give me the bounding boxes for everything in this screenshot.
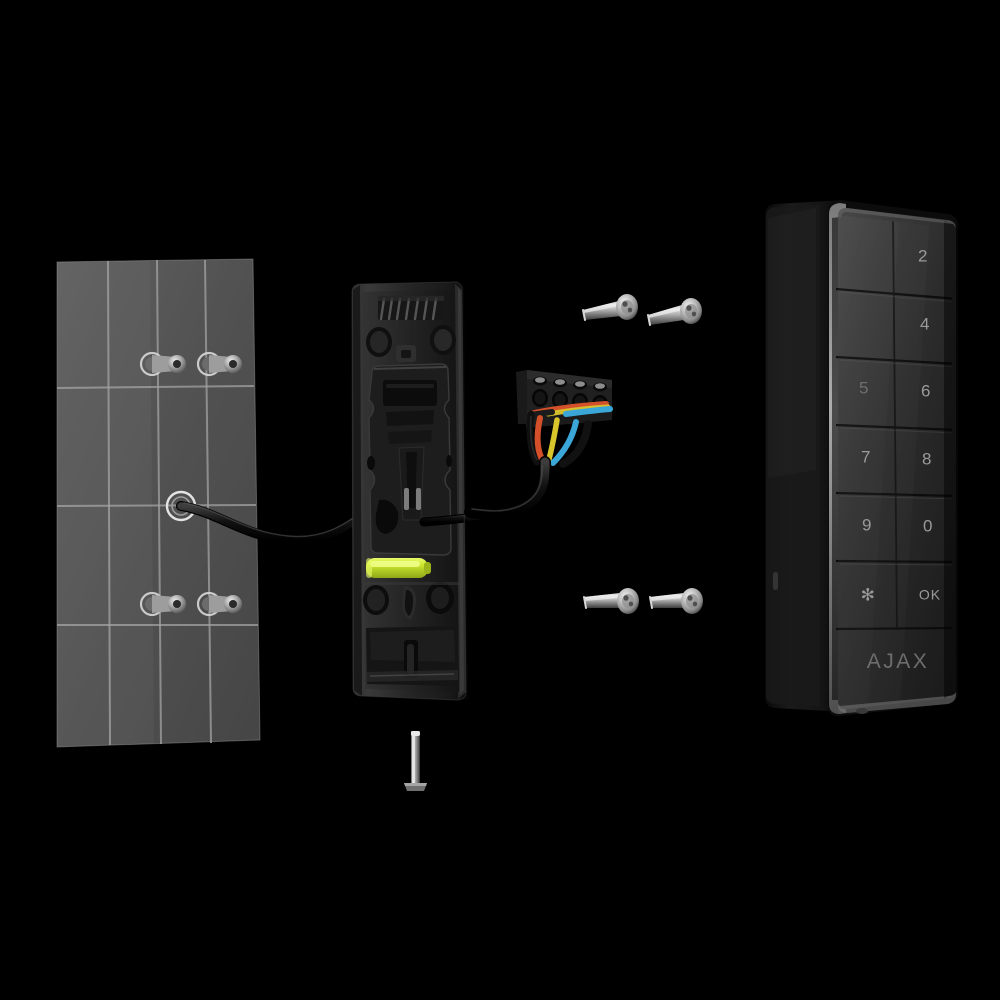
lower-mount-bosses (363, 582, 460, 620)
side-slot-indicator (773, 572, 778, 590)
key-2: 2 (918, 246, 928, 265)
anchor-bottom-right (196, 591, 242, 617)
key-9: 9 (862, 515, 872, 534)
ajax-keypad-device: 2 4 5 6 7 8 9 0 ✻ OK AJAX (765, 200, 958, 717)
smartbracket-mounting-panel (351, 281, 497, 701)
screw-fixing-vertical (404, 731, 427, 791)
device-bay-cavity (367, 363, 452, 556)
low-voltage-cable (176, 501, 377, 546)
wire-blue (550, 419, 579, 466)
key-4: 4 (920, 314, 930, 333)
anchor-top-right (196, 351, 242, 377)
wire-jacket-right (559, 420, 592, 468)
screw-bottom-left (583, 588, 639, 614)
key-asterisk: ✻ (861, 585, 876, 604)
terminal-screw-heads (533, 376, 607, 392)
screw-pair-bottom (583, 588, 703, 614)
cable-jacket-main (464, 456, 552, 520)
wire-black (526, 410, 541, 466)
key-ok: OK (919, 587, 941, 603)
screw-top-left (582, 294, 638, 321)
key-5: 5 (859, 378, 869, 397)
key-separators (836, 217, 952, 631)
screw-bottom-right (649, 588, 703, 614)
wire-bundle-band (523, 401, 613, 428)
anchor-bottom-left (139, 591, 186, 617)
key-6: 6 (921, 381, 931, 400)
anchor-top-left (139, 351, 186, 377)
top-mount-bosses (366, 325, 456, 362)
grout-lines-vertical (107, 259, 212, 746)
key-0: 0 (923, 516, 933, 535)
screw-top-right (647, 298, 702, 326)
grout-lines-horizontal (56, 385, 258, 626)
wall-anchors (139, 351, 242, 617)
tiled-wall-surface (56, 258, 261, 748)
tamper-button (402, 586, 416, 620)
key-7: 7 (861, 447, 871, 466)
ajax-brand-logo: AJAX (867, 650, 930, 673)
backup-battery (366, 558, 431, 578)
keypad-key-labels: 2 4 5 6 7 8 9 0 ✻ OK (859, 246, 941, 604)
key-8: 8 (922, 449, 932, 468)
screw-pair-top (582, 294, 702, 326)
cable-comb-guides (378, 296, 444, 321)
terminal-block-assembly (464, 370, 613, 520)
bottom-screw-boss (366, 626, 459, 686)
